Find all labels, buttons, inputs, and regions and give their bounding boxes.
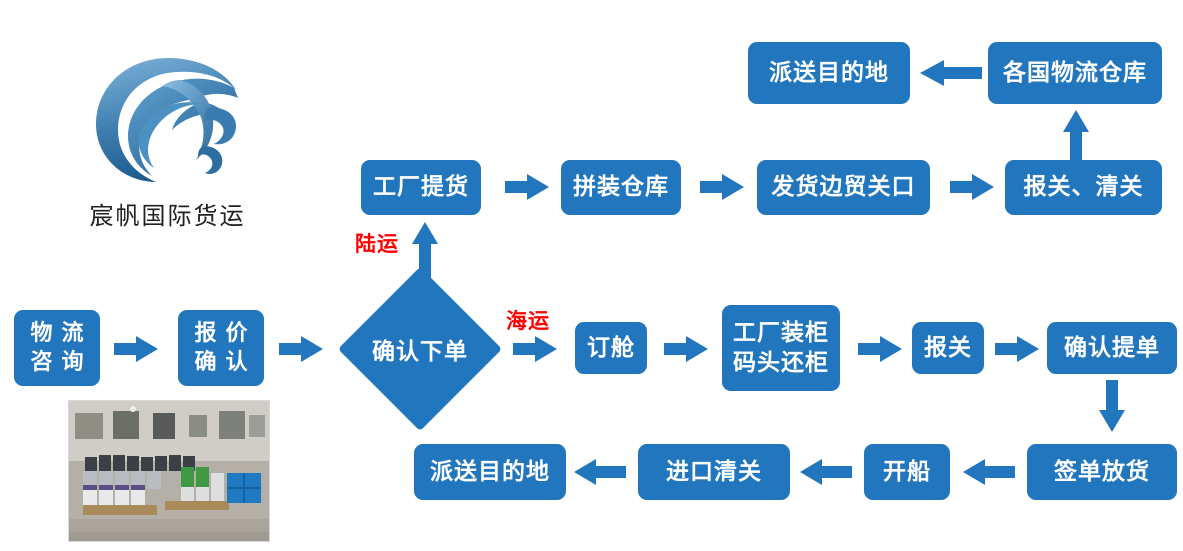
node-label: 工厂提货 [373, 174, 469, 201]
node-label: 订舱 [587, 334, 635, 361]
node-label-line-2: 码头还柜 [733, 350, 829, 376]
node-release-cargo[interactable]: 签单放货 [1027, 444, 1177, 500]
arrow-left-release-to-departure [963, 458, 1015, 486]
node-label: 进口清关 [666, 458, 762, 485]
node-departure[interactable]: 开船 [864, 444, 950, 500]
arrow-down-bl-to-release [1097, 380, 1127, 432]
node-quote-confirm[interactable]: 报价 确认 [178, 310, 264, 386]
arrow-up-clearance-to-warehouse [1061, 110, 1091, 160]
arrow-right-pickup-to-assembly [505, 173, 549, 201]
node-factory-loading[interactable]: 工厂装柜 码头还柜 [722, 305, 840, 391]
node-label-line-2: 确认 [194, 350, 257, 375]
node-label: 发货边贸关口 [771, 174, 916, 201]
arrow-right-border-to-clearance [950, 173, 994, 201]
arrow-left-import-to-dest [574, 458, 626, 486]
mode-label-sea: 海运 [506, 309, 550, 333]
arrow-right-booking-to-loading [664, 335, 708, 363]
node-country-warehouse[interactable]: 各国物流仓库 [988, 42, 1162, 104]
node-label-line-1: 工厂装柜 [733, 319, 829, 346]
node-export-declaration[interactable]: 报关 [912, 322, 984, 374]
node-border-port[interactable]: 发货边贸关口 [757, 160, 930, 215]
company-name-label: 宸帆国际货运 [89, 202, 246, 230]
mode-label-land: 陆运 [355, 232, 399, 256]
warehouse-cargo-photo [68, 400, 270, 542]
node-label-line-1: 报价 [194, 320, 257, 346]
node-delivery-dest-bottom[interactable]: 派送目的地 [414, 444, 566, 500]
node-label: 报关 [924, 334, 972, 361]
node-assembly-warehouse[interactable]: 拼装仓库 [561, 160, 681, 215]
arrow-right-loading-to-declaration [858, 335, 902, 363]
node-label: 派送目的地 [769, 59, 889, 86]
node-label: 确认下单 [372, 339, 468, 365]
node-label-line-2: 咨询 [30, 350, 93, 375]
node-label-line-1: 物流 [30, 320, 93, 346]
arrow-right-consult-to-quote [114, 335, 158, 363]
node-label: 拼装仓库 [573, 174, 669, 201]
node-label: 各国物流仓库 [1003, 59, 1147, 86]
node-label: 开船 [883, 458, 931, 485]
node-label: 派送目的地 [430, 458, 550, 485]
node-logistics-consult[interactable]: 物流 咨询 [14, 310, 100, 386]
node-customs-clearance[interactable]: 报关、清关 [1005, 160, 1162, 215]
arrow-right-declaration-to-bl [995, 335, 1039, 363]
node-label: 签单放货 [1054, 458, 1150, 485]
node-import-clearance[interactable]: 进口清关 [638, 444, 790, 500]
arrow-up-order-to-pickup [411, 222, 439, 284]
bird-wave-logo-icon [95, 58, 238, 182]
node-label: 报关、清关 [1023, 174, 1144, 201]
arrow-right-assembly-to-border [700, 173, 744, 201]
arrow-left-departure-to-import [800, 458, 852, 486]
arrow-right-quote-to-order [279, 335, 323, 363]
node-label: 确认提单 [1064, 334, 1160, 361]
node-booking[interactable]: 订舱 [575, 322, 647, 374]
node-delivery-dest-top[interactable]: 派送目的地 [748, 42, 910, 104]
node-confirm-order-diamond[interactable]: 确认下单 [337, 266, 503, 432]
node-confirm-bl[interactable]: 确认提单 [1047, 322, 1177, 374]
arrow-left-warehouse-to-dest [920, 58, 982, 88]
company-logo-block: 宸帆国际货运 [60, 50, 275, 231]
node-factory-pickup[interactable]: 工厂提货 [361, 160, 481, 215]
arrow-right-order-to-booking [513, 335, 557, 363]
